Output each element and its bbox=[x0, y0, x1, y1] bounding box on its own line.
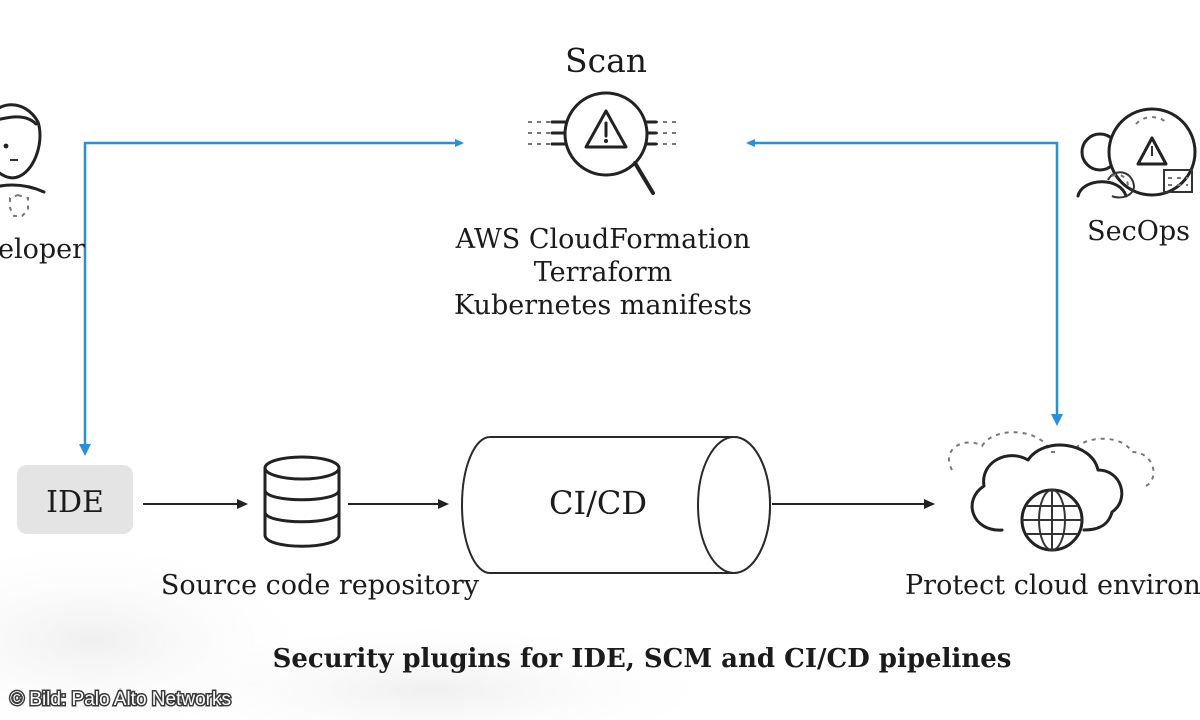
scan-magnifier-icon bbox=[528, 91, 680, 195]
cloud-label: Protect cloud environm bbox=[905, 570, 1200, 601]
secops-team-icon bbox=[1076, 107, 1197, 199]
scan-line-terraform: Terraform bbox=[534, 257, 673, 288]
cloud-globe-icon bbox=[948, 431, 1155, 552]
developer-avatar-icon bbox=[0, 103, 46, 217]
developer-scan-connector bbox=[79, 139, 464, 456]
secops-scan-connector bbox=[746, 139, 1063, 426]
cicd-label: CI/CD bbox=[549, 484, 647, 522]
photo-credit-text: © Bild: Palo Alto Networks bbox=[10, 689, 231, 710]
ide-label: IDE bbox=[46, 485, 104, 520]
pipeline-cylinder-icon bbox=[461, 436, 771, 574]
ide-box bbox=[17, 465, 133, 534]
secops-label: SecOps bbox=[1087, 216, 1190, 247]
photo-credit: © Bild: Palo Alto Networks bbox=[9, 688, 233, 712]
background-texture bbox=[0, 550, 690, 720]
repository-label: Source code repository bbox=[161, 570, 480, 601]
developer-label: eloper bbox=[0, 234, 85, 265]
database-icon bbox=[263, 455, 341, 548]
ide-node bbox=[17, 465, 133, 534]
scan-title: Scan bbox=[565, 41, 647, 80]
scan-line-kubernetes: Kubernetes manifests bbox=[454, 290, 752, 321]
footer-caption: Security plugins for IDE, SCM and CI/CD … bbox=[273, 644, 1012, 674]
scan-line-cloudformation: AWS CloudFormation bbox=[455, 224, 751, 255]
